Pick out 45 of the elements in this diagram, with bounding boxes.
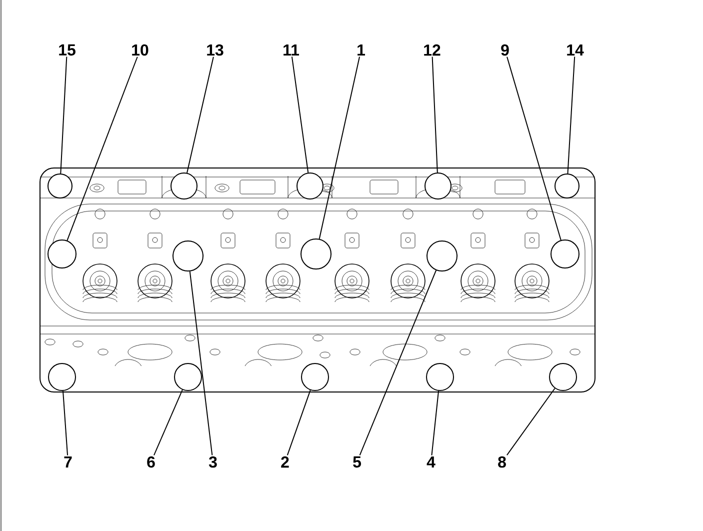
bolt-head <box>48 363 76 391</box>
callout-number: 13 <box>207 44 224 56</box>
bolt-head <box>426 363 454 391</box>
bolt-head <box>426 240 458 272</box>
callout-number: 4 <box>426 456 436 468</box>
callout-number: 3 <box>208 456 217 468</box>
leader-line <box>286 390 311 456</box>
leader-line <box>60 56 68 174</box>
bolt-head <box>550 240 580 268</box>
bolt-head <box>174 363 202 391</box>
leader-line <box>567 56 576 174</box>
bolt-head <box>48 174 72 198</box>
callout-number: 2 <box>281 456 289 468</box>
bolt-head <box>296 172 324 200</box>
callout-number: 6 <box>147 456 155 468</box>
leader-line <box>506 388 556 456</box>
bolt-head <box>424 172 452 200</box>
leader-line <box>186 56 214 174</box>
leader-line <box>62 390 68 456</box>
bolt-head <box>170 172 198 200</box>
bolt-head <box>48 240 76 268</box>
bolt-head <box>301 363 329 391</box>
leader-line <box>318 56 360 240</box>
leader-line <box>66 56 138 241</box>
bolt-head <box>549 363 577 391</box>
leader-line <box>506 56 562 241</box>
bolt-head <box>172 240 204 272</box>
callout-number: 9 <box>501 44 509 56</box>
leader-line <box>431 390 440 456</box>
leader-line <box>432 56 438 174</box>
callout-number: 1 <box>358 44 365 56</box>
callout-number: 12 <box>424 44 440 56</box>
callout-number: 8 <box>498 456 506 468</box>
callout-number: 11 <box>284 44 300 56</box>
bolt-head <box>300 238 332 270</box>
callout-number: 7 <box>64 456 72 468</box>
leader-line <box>189 270 213 456</box>
leader-line <box>154 389 183 456</box>
callout-number: 15 <box>59 44 76 56</box>
callout-number: 5 <box>353 456 361 468</box>
leader-line <box>359 270 437 456</box>
leader-line <box>291 56 309 174</box>
bolt-head <box>554 174 580 198</box>
callout-number: 10 <box>132 44 148 56</box>
callout-number: 14 <box>567 44 584 56</box>
